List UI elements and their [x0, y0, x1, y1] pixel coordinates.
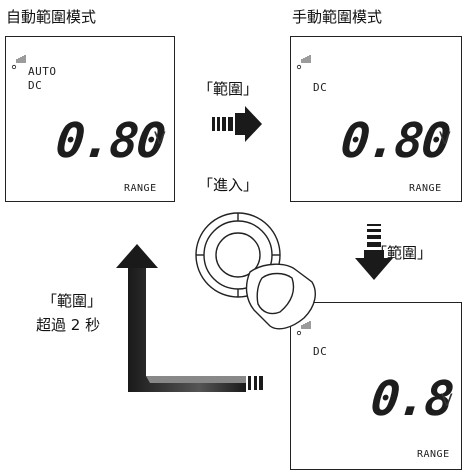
range-label: RANGE	[417, 449, 450, 460]
auto-mode-title: 自動範圍模式	[6, 8, 97, 26]
hold-range-label: 「範圍」	[42, 292, 103, 310]
auto-mode-display: AUTO DC 0.80 V RANGE	[5, 36, 175, 202]
reading-value: 0.80	[338, 113, 452, 169]
signal-icon	[296, 321, 311, 336]
auto-label: AUTO	[28, 65, 57, 78]
range-label: RANGE	[409, 183, 442, 194]
dc-label: DC	[313, 81, 328, 94]
manual-mode-title: 手動範圍模式	[292, 8, 383, 26]
press-range-label-2: 「範圍」	[372, 244, 433, 262]
signal-icon	[11, 55, 26, 70]
reading-value: 0.80	[53, 113, 167, 169]
dc-label: DC	[313, 345, 328, 358]
unit-label: V	[439, 129, 451, 149]
manual-mode-display-1: DC 0.80 V RANGE	[290, 36, 462, 202]
hold-duration-label: 超過 2 秒	[36, 316, 101, 334]
manual-mode-display-2: DC 0.8 V RANGE	[290, 302, 462, 470]
press-range-label: 「範圍」	[198, 80, 259, 98]
unit-label: V	[154, 129, 166, 149]
range-label: RANGE	[124, 183, 157, 194]
unit-label: V	[441, 391, 453, 411]
enter-label: 「進入」	[198, 176, 259, 194]
dc-label: DC	[28, 79, 43, 92]
signal-icon	[296, 55, 311, 70]
